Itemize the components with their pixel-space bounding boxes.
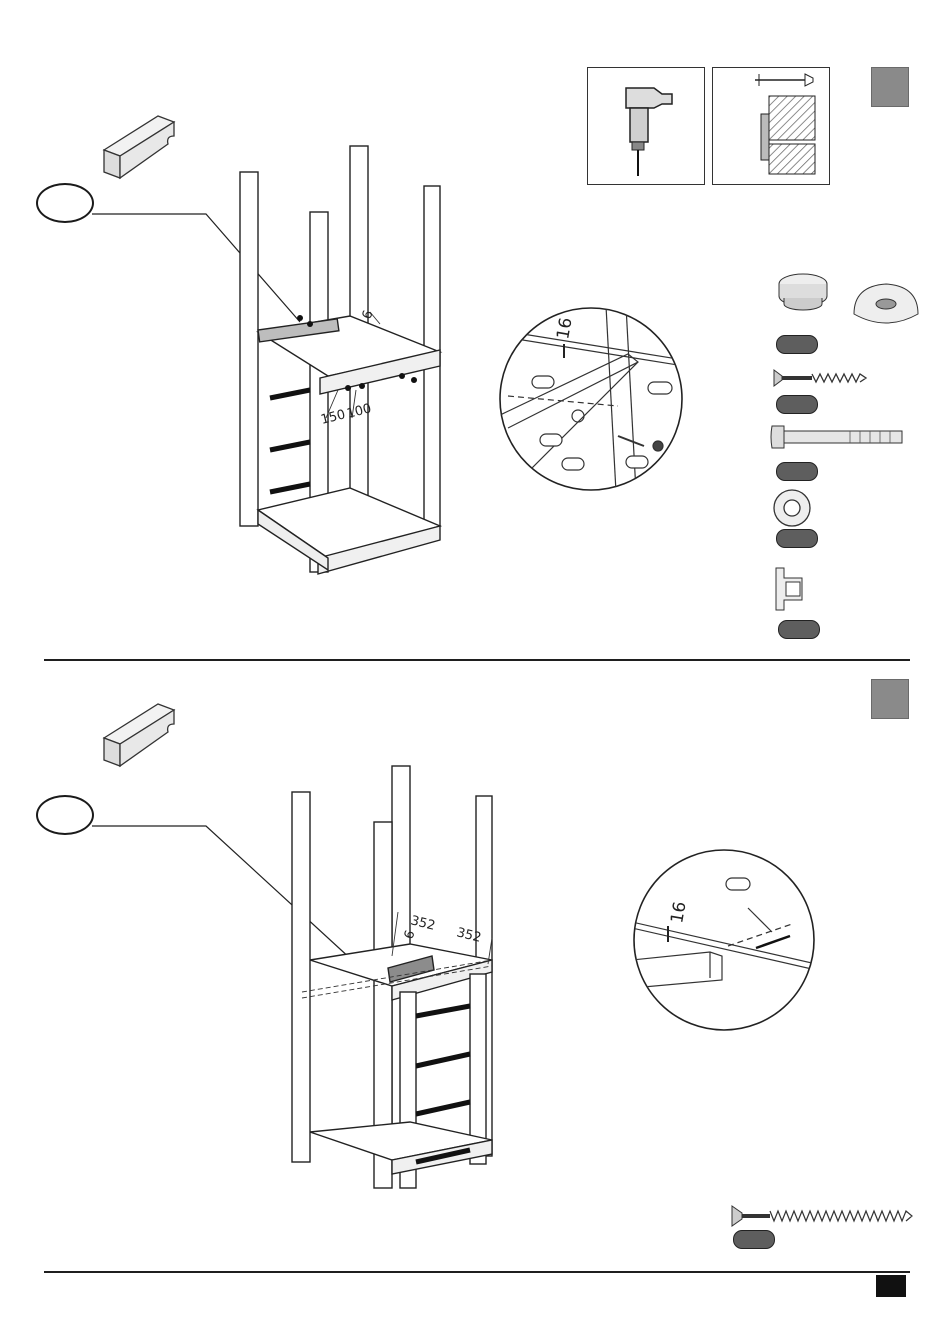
detail-depth-dim: 16 xyxy=(553,316,576,341)
frame-assembly-drawing-step-2: 352 352 6 xyxy=(282,760,512,1200)
carriage-bolt-icon xyxy=(770,422,904,452)
countersunk-screw-icon xyxy=(772,368,876,388)
cap-plug-icon xyxy=(776,272,830,312)
flat-washer-icon xyxy=(772,488,812,528)
frame-assembly-drawing: 6 150 100 xyxy=(230,140,460,580)
cup-washer-icon xyxy=(850,280,922,332)
long-screw-icon xyxy=(730,1204,912,1228)
dim-width-a: 352 xyxy=(409,913,437,934)
page-bottom-divider xyxy=(44,1271,910,1273)
part-label-carriage-bolt xyxy=(776,462,818,481)
part-label-bracket xyxy=(778,620,820,639)
page-number-box xyxy=(876,1275,906,1297)
detail-circle-step-2: 16 xyxy=(632,848,816,1032)
part-label-long-screw xyxy=(733,1230,775,1249)
callout-leader-line xyxy=(0,0,950,660)
part-label-cap-plug xyxy=(776,335,818,354)
part-label-flat-washer xyxy=(776,529,818,548)
part-label-countersunk-screw xyxy=(776,395,818,414)
detail-depth-dim-step-2: 16 xyxy=(667,900,690,925)
detail-circle-step-1: 16 xyxy=(498,306,684,492)
bracket-icon xyxy=(774,566,804,612)
